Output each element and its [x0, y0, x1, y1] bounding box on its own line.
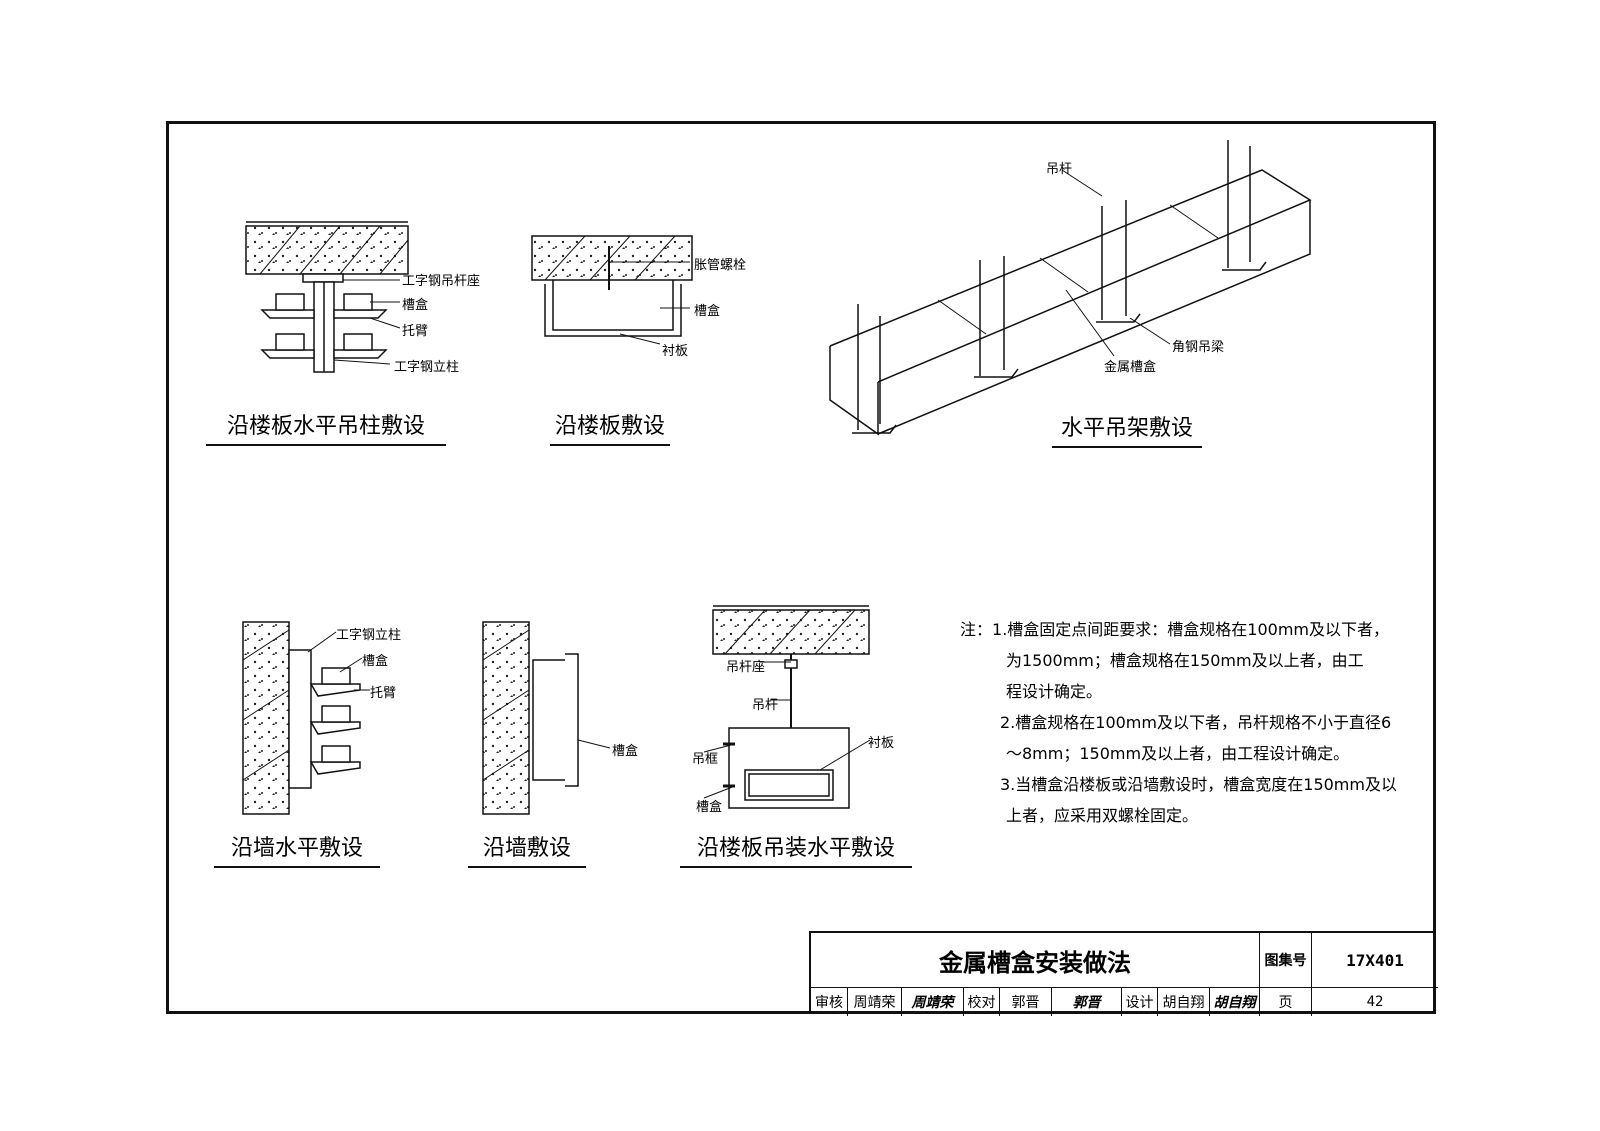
label-angle-steel-beam: 角钢吊梁: [1172, 340, 1225, 355]
diagram-wall-horizontal: [242, 621, 370, 815]
label-expansion-bolt: 胀管螺栓: [694, 258, 747, 273]
label-cable-tray-2: 槽盒: [694, 304, 721, 319]
designer-signature: 胡自翔: [1209, 987, 1259, 1016]
notes: 注：1.槽盒固定点间距要求：槽盒规格在100mm及以下者， 为1500mm；槽盒…: [960, 614, 1397, 831]
caption-slab-column: 沿楼板水平吊柱敷设: [206, 408, 446, 446]
label-cable-tray-5: 槽盒: [696, 800, 723, 815]
title-block: 金属槽盒安装做法 图集号 17X401 审核 周靖荣 周靖荣 校对 郭晋 郭晋 …: [809, 931, 1438, 1016]
note-3b: 上者，应采用双螺栓固定。: [1006, 806, 1199, 825]
label-bracket-arm-2: 托臂: [370, 686, 397, 701]
label-cable-tray-3: 槽盒: [362, 654, 389, 669]
page-number: 42: [1311, 987, 1438, 1016]
design-label: 设计: [1121, 987, 1157, 1016]
note-2b: ～8mm；150mm及以上者，由工程设计确定。: [1006, 744, 1350, 763]
diagram-slab-column: [245, 221, 409, 373]
caption-wall-horizontal: 沿墙水平敷设: [214, 830, 380, 868]
diagram-slab-suspended: [703, 605, 871, 809]
label-i-beam-column-2: 工字钢立柱: [336, 628, 402, 643]
page-label: 页: [1259, 987, 1311, 1016]
atlas-number-label: 图集号: [1259, 933, 1311, 987]
checker-name: 郭晋: [999, 987, 1051, 1016]
designer-name: 胡自翔: [1157, 987, 1209, 1016]
label-metal-tray: 金属槽盒: [1104, 360, 1157, 375]
diagram-slab: [531, 235, 693, 345]
caption-hanger-rack: 水平吊架敷设: [1052, 410, 1202, 448]
label-cable-tray-1: 槽盒: [402, 298, 429, 313]
caption-slab: 沿楼板敷设: [550, 408, 670, 446]
label-cable-tray-4: 槽盒: [612, 744, 639, 759]
drawing-frame: [166, 121, 1436, 1014]
label-i-beam-column-1: 工字钢立柱: [394, 360, 460, 375]
note-1b: 为1500mm；槽盒规格在150mm及以上者，由工: [1006, 651, 1364, 670]
check-label: 校对: [963, 987, 999, 1016]
label-hanger-rod-2: 吊杆: [752, 698, 779, 713]
label-liner-1: 衬板: [662, 344, 689, 359]
reviewer-signature: 周靖荣: [901, 987, 963, 1016]
diagram-hanger-rack: [829, 140, 1312, 436]
review-label: 审核: [811, 987, 847, 1016]
drawing-title: 金属槽盒安装做法: [939, 948, 1131, 977]
caption-slab-suspended: 沿楼板吊装水平敷设: [680, 830, 912, 868]
label-bracket-arm-1: 托臂: [402, 324, 429, 339]
note-3a: 3.当槽盒沿楼板或沿墙敷设时，槽盒宽度在150mm及以: [1000, 775, 1397, 794]
label-hanger-seat: 吊杆座: [726, 660, 766, 675]
notes-head: 注：: [960, 620, 993, 639]
note-2a: 2.槽盒规格在100mm及以下者，吊杆规格不小于直径6: [1000, 713, 1392, 732]
caption-wall: 沿墙敷设: [468, 830, 586, 868]
label-hanging-frame: 吊框: [692, 752, 719, 767]
atlas-number: 17X401: [1311, 933, 1438, 987]
checker-signature: 郭晋: [1051, 987, 1121, 1016]
note-1a: 1.槽盒固定点间距要求：槽盒规格在100mm及以下者，: [992, 620, 1389, 639]
label-liner-2: 衬板: [868, 736, 895, 751]
label-i-beam-hanger-seat: 工字钢吊杆座: [402, 274, 481, 289]
label-hanger-rod-1: 吊杆: [1046, 162, 1073, 177]
diagram-wall: [482, 621, 611, 815]
reviewer-name: 周靖荣: [847, 987, 901, 1016]
note-1c: 程设计确定。: [1006, 682, 1103, 701]
